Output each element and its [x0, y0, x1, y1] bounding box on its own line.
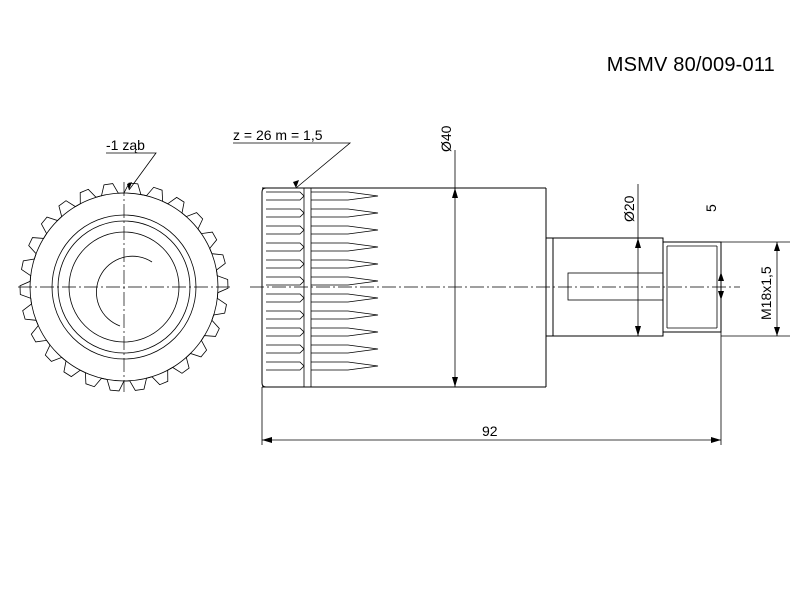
shaft-diameter-label: Ø20 [621, 195, 637, 222]
spline-tooth [266, 225, 379, 235]
bore-arc [96, 255, 153, 327]
spline-tooth [266, 276, 379, 286]
spline-tooth [266, 293, 379, 303]
dimension-thread-length: 5 [703, 204, 790, 445]
spline-tooth [266, 361, 379, 371]
thread-label: M18x1,5 [758, 266, 774, 320]
outer-diameter-label: Ø40 [438, 125, 454, 152]
spline-tooth [266, 208, 379, 218]
spline-tooth [266, 242, 379, 252]
dimension-outer-diameter: Ø40 [438, 125, 458, 387]
key-slot [567, 272, 664, 301]
dimension-shaft-diameter: Ø20 [621, 184, 641, 336]
spline-tooth [266, 310, 379, 320]
spline-teeth [266, 191, 379, 371]
gear-end-view: -1 ząb [18, 137, 232, 392]
dimension-thread: M18x1,5 [758, 242, 780, 336]
tooth-note-label: -1 ząb [106, 137, 145, 153]
spline-tooth [266, 191, 379, 201]
gear-spec-callout: z = 26 m = 1,5 [233, 127, 352, 189]
overall-length-label: 92 [482, 423, 498, 439]
spline-tooth [266, 327, 379, 337]
tooth-note-leader [106, 152, 157, 191]
spline-tooth [266, 259, 379, 269]
spline-tooth [266, 344, 379, 354]
tooth-note-arrowhead [127, 182, 132, 190]
drawing-title: MSMV 80/009-011 [606, 54, 775, 76]
gear-side-view [250, 187, 740, 388]
dimension-overall-length: 92 [261, 387, 721, 445]
gear-spec-label: z = 26 m = 1,5 [233, 127, 323, 143]
thread-length-label: 5 [703, 204, 719, 212]
